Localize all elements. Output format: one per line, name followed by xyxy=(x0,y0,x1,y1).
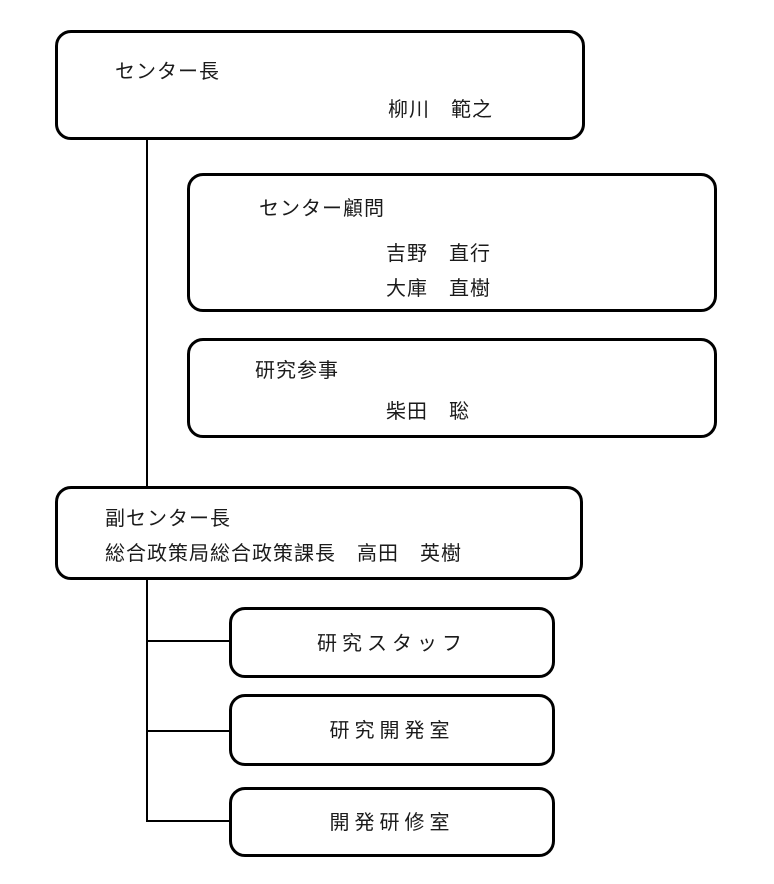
node-research-development-office: 研究開発室 xyxy=(229,694,555,766)
member-name: 大庫 直樹 xyxy=(386,276,491,300)
node-research-staff: 研究スタッフ xyxy=(229,607,555,678)
node-title: 副センター長 xyxy=(105,506,231,530)
node-title: センター顧問 xyxy=(259,196,385,220)
node-title: 研究開発室 xyxy=(329,718,455,742)
connector-branch-development-training-office xyxy=(146,820,230,822)
node-title: センター長 xyxy=(115,59,220,83)
member-name: 柳川 範之 xyxy=(388,97,493,121)
node-research-counselor: 研究参事 柴田 聡 xyxy=(187,338,717,438)
node-center-director: センター長 柳川 範之 xyxy=(55,30,585,140)
node-title: 開発研修室 xyxy=(329,810,455,834)
connector-trunk-upper xyxy=(146,140,148,486)
node-development-training-office: 開発研修室 xyxy=(229,787,555,857)
node-title: 研究スタッフ xyxy=(317,630,467,655)
member-name: 柴田 聡 xyxy=(386,399,470,423)
member-name: 総合政策局総合政策課長 高田 英樹 xyxy=(105,541,462,565)
connector-branch-research-staff xyxy=(146,640,230,642)
connector-branch-research-development-office xyxy=(146,730,230,732)
member-name: 吉野 直行 xyxy=(386,241,491,265)
connector-trunk-lower xyxy=(146,580,148,822)
node-deputy-center-director: 副センター長 総合政策局総合政策課長 高田 英樹 xyxy=(55,486,583,580)
node-title: 研究参事 xyxy=(255,358,339,382)
node-center-advisor: センター顧問 吉野 直行 大庫 直樹 xyxy=(187,173,717,312)
